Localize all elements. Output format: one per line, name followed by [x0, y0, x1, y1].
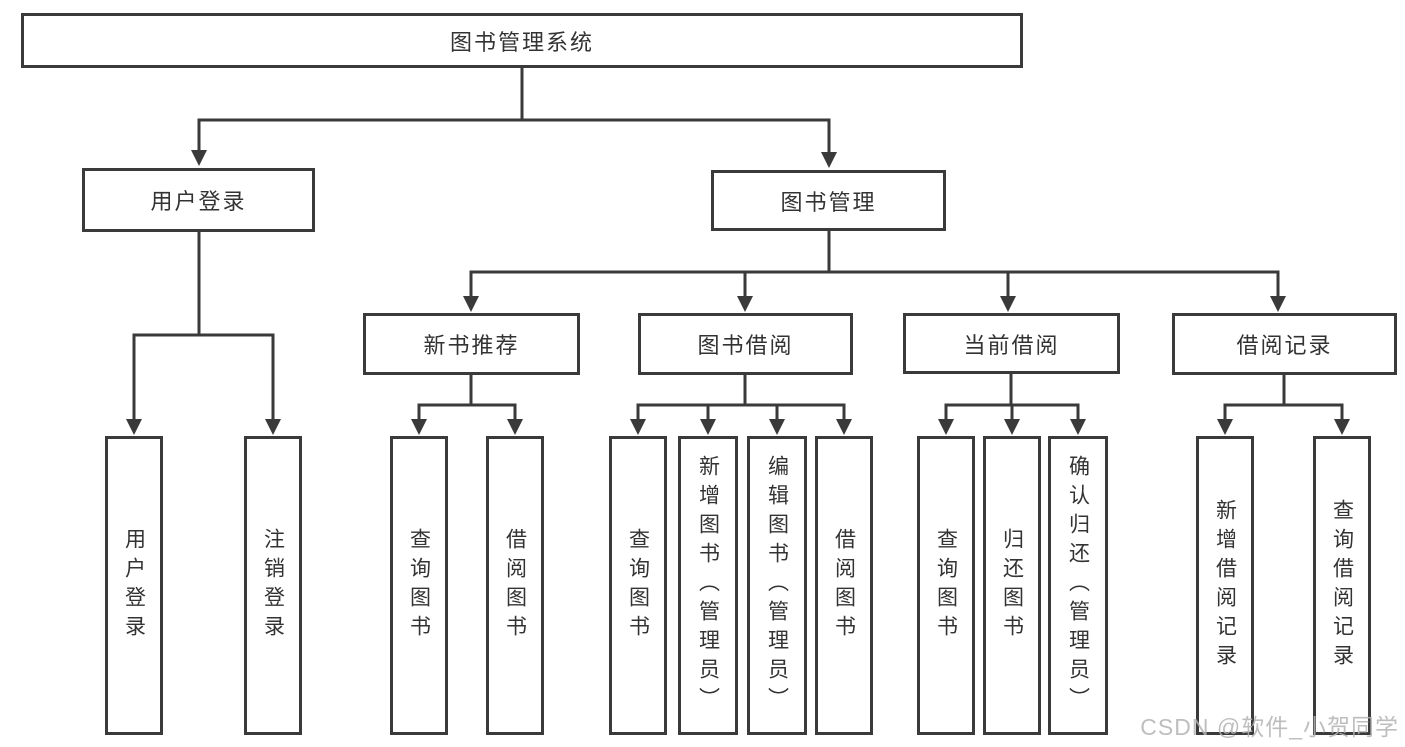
node-library-system: 图书管理系统 — [21, 13, 1023, 68]
node-borrow-records: 借阅记录 — [1172, 313, 1397, 375]
leaf-newbooks-query-books: 查询图书 — [390, 436, 448, 735]
node-book-borrow: 图书借阅 — [638, 313, 853, 375]
leaf-logout: 注销登录 — [244, 436, 302, 735]
connector-user-login-to-leaves — [126, 230, 281, 435]
leaf-current-return-books: 归还图书 — [983, 436, 1041, 735]
leaf-borrow-edit-books-admin: 编辑图书（管理员） — [747, 436, 807, 735]
leaf-borrow-query-books: 查询图书 — [609, 436, 667, 735]
connector-current-borrow-to-leaves — [938, 372, 1086, 435]
leaf-borrow-borrow-books: 借阅图书 — [815, 436, 873, 735]
connector-new-book-recommend-to-leaves — [411, 373, 523, 435]
node-new-book-recommend: 新书推荐 — [363, 313, 580, 375]
connector-borrow-records-to-leaves — [1217, 373, 1350, 435]
leaf-records-query-record: 查询借阅记录 — [1313, 436, 1371, 735]
node-current-borrow: 当前借阅 — [903, 313, 1120, 374]
leaf-newbooks-borrow-books: 借阅图书 — [486, 436, 544, 735]
connector-book-management-to-level3 — [463, 231, 1286, 312]
node-book-management: 图书管理 — [711, 170, 946, 231]
leaf-current-query-books: 查询图书 — [917, 436, 975, 735]
leaf-current-confirm-return-admin: 确认归还（管理员） — [1048, 436, 1108, 735]
leaf-borrow-add-books-admin: 新增图书（管理员） — [678, 436, 738, 735]
connector-book-borrow-to-leaves — [630, 373, 852, 435]
connector-root-to-level2 — [191, 66, 837, 168]
leaf-records-add-record: 新增借阅记录 — [1196, 436, 1254, 735]
csdn-watermark: CSDN @软件_小贺同学 — [1140, 714, 1399, 740]
node-user-login: 用户登录 — [82, 168, 315, 232]
leaf-user-login: 用户登录 — [105, 436, 163, 735]
